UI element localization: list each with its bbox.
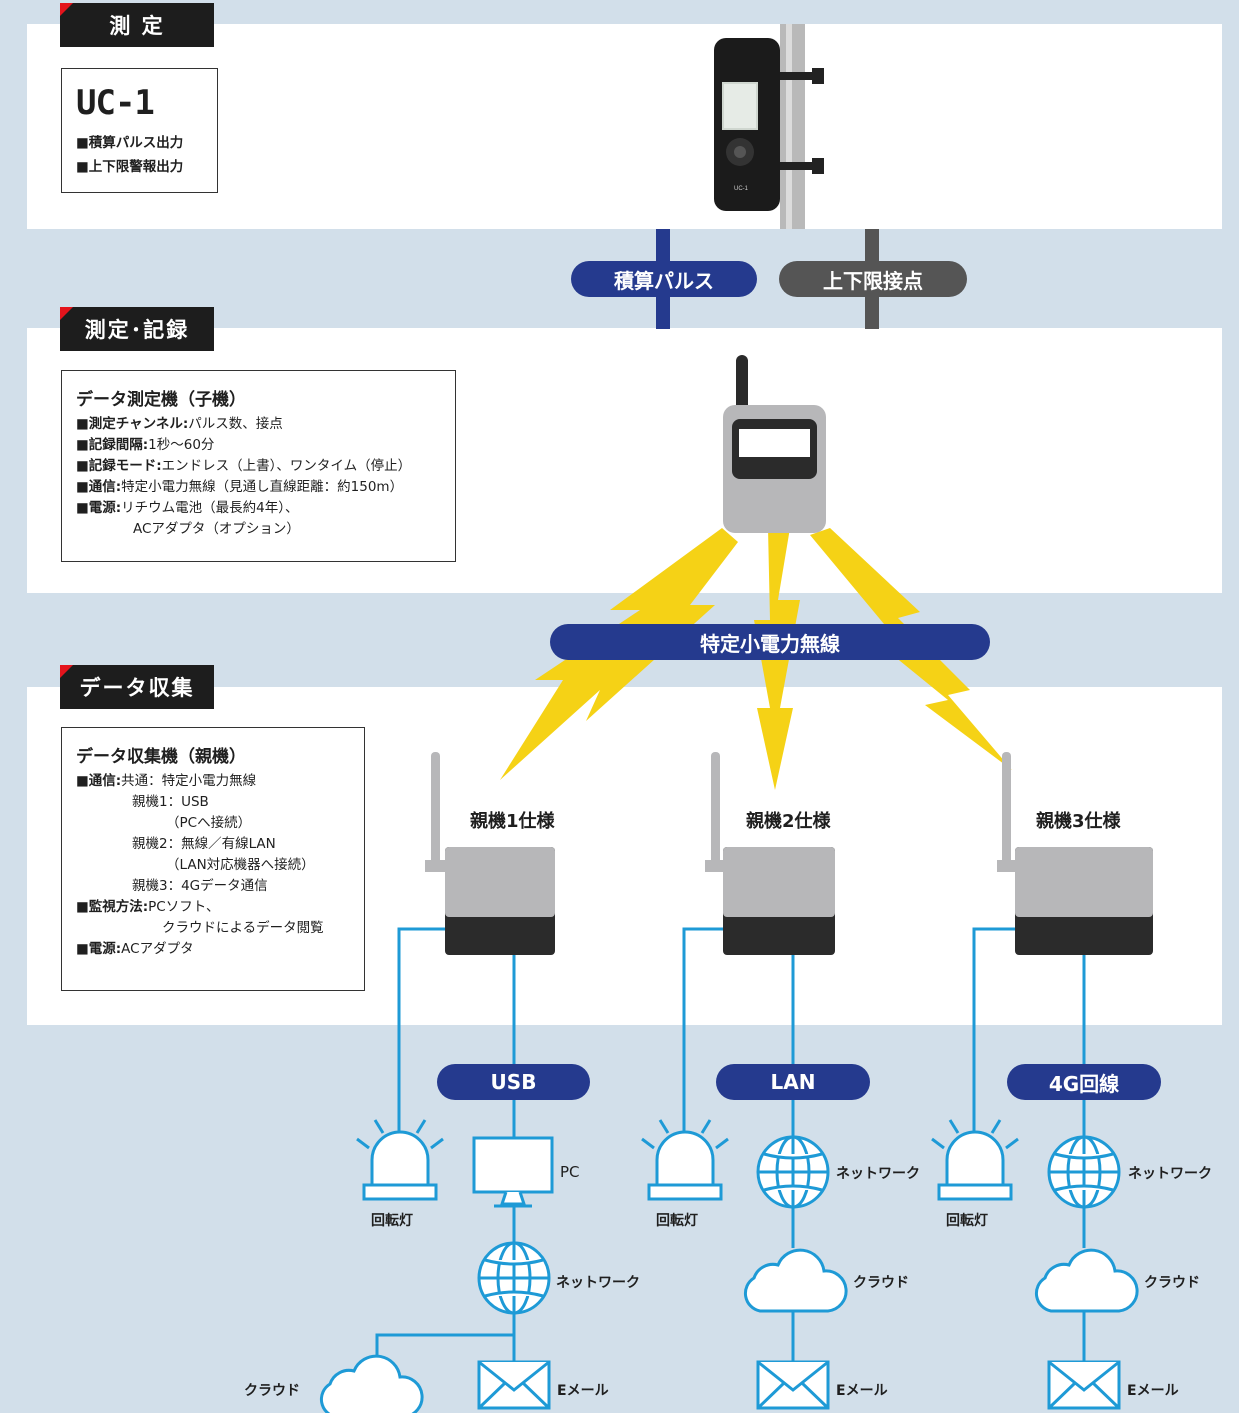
parent-title: データ収集機（親機） bbox=[76, 747, 246, 767]
cloud-label: クラウド bbox=[244, 1383, 300, 1399]
usb-pill: USB bbox=[437, 1064, 590, 1100]
email-label: Eメール bbox=[557, 1383, 609, 1399]
network-label: ネットワーク bbox=[1128, 1166, 1212, 1182]
g4-pill: 4G回線 bbox=[1007, 1064, 1161, 1100]
cloud-icon bbox=[320, 1354, 424, 1413]
parent-spec-row: （LAN対応機器へ接続） bbox=[166, 857, 315, 873]
child-spec-row: ■通信:特定小電力無線（見通し直線距離：約150m） bbox=[76, 479, 404, 495]
section-tab-measure: 測 定 bbox=[60, 3, 214, 47]
uc1-info-box: UC-1 ■積算パルス出力 ■上下限警報出力 bbox=[61, 68, 218, 193]
pc-monitor-icon bbox=[472, 1136, 554, 1208]
parent-spec-row: クラウドによるデータ閲覧 bbox=[162, 920, 324, 936]
lamp-label: 回転灯 bbox=[371, 1213, 413, 1229]
child-spec-row: ■記録間隔:1秒～60分 bbox=[76, 437, 215, 453]
uc1-feature-2: ■上下限警報出力 bbox=[76, 159, 184, 175]
child-spec-row: ■電源:リチウム電池（最長約4年）、 bbox=[76, 500, 299, 516]
cloud-label: クラウド bbox=[853, 1275, 909, 1291]
globe-icon bbox=[477, 1241, 551, 1315]
rotating-lamp-icon bbox=[356, 1119, 444, 1201]
cloud-icon bbox=[744, 1248, 848, 1313]
child-spec-row: ■記録モード:エンドレス（上書）、ワンタイム（停止） bbox=[76, 458, 412, 474]
child-spec-row: ACアダプタ（オプション） bbox=[133, 521, 300, 537]
email-label: Eメール bbox=[836, 1383, 888, 1399]
lamp-label: 回転灯 bbox=[946, 1213, 988, 1229]
unit1-label: 親機1仕様 bbox=[470, 811, 555, 832]
parent-spec-row: ■通信:共通：特定小電力無線 bbox=[76, 773, 257, 789]
child-title: データ測定機（子機） bbox=[76, 390, 246, 410]
child-spec-row: ■測定チャンネル:パルス数、接点 bbox=[76, 416, 283, 432]
rotating-lamp-icon bbox=[641, 1119, 729, 1201]
lan-pill: LAN bbox=[716, 1064, 870, 1100]
email-envelope-icon bbox=[1047, 1360, 1121, 1410]
globe-icon bbox=[756, 1135, 830, 1209]
unit3-label: 親機3仕様 bbox=[1036, 811, 1121, 832]
rotating-lamp-icon bbox=[931, 1119, 1019, 1201]
tab-corner-mark bbox=[60, 3, 73, 16]
network-label: ネットワーク bbox=[836, 1166, 920, 1182]
uc1-feature-1: ■積算パルス出力 bbox=[76, 135, 184, 151]
device-model-text: UC-1 bbox=[734, 186, 749, 192]
section-title: データ収集 bbox=[79, 676, 195, 700]
parent-unit-2 bbox=[705, 752, 835, 955]
parent-unit-1 bbox=[425, 752, 555, 955]
parent-spec-row: ■電源:ACアダプタ bbox=[76, 941, 194, 957]
network-label: ネットワーク bbox=[556, 1275, 640, 1291]
uc1-title: UC-1 bbox=[76, 83, 155, 123]
section-tab-collect: データ収集 bbox=[60, 665, 214, 709]
section-tab-record: 測定･記録 bbox=[60, 307, 214, 351]
parent-spec-row: （PCへ接続） bbox=[166, 815, 252, 831]
section-title: 測定･記録 bbox=[84, 318, 190, 342]
email-envelope-icon bbox=[756, 1360, 830, 1410]
cloud-icon bbox=[1035, 1248, 1139, 1313]
parent-spec-row: ■監視方法:PCソフト、 bbox=[76, 899, 220, 915]
unit2-label: 親機2仕様 bbox=[746, 811, 831, 832]
child-info-box: データ測定機（子機） ■測定チャンネル:パルス数、接点 ■記録間隔:1秒～60分… bbox=[61, 370, 456, 562]
cloud-label: クラウド bbox=[1144, 1275, 1200, 1291]
contact-pill: 上下限接点 bbox=[779, 261, 967, 297]
email-label: Eメール bbox=[1127, 1383, 1179, 1399]
parent-spec-row: 親機1：USB bbox=[132, 794, 209, 810]
email-envelope-icon bbox=[477, 1360, 551, 1410]
parent-spec-row: 親機3：4Gデータ通信 bbox=[132, 878, 268, 894]
tab-corner-mark bbox=[60, 307, 73, 320]
lamp-label: 回転灯 bbox=[656, 1213, 698, 1229]
tab-corner-mark bbox=[60, 665, 73, 678]
radio-pill: 特定小電力無線 bbox=[550, 624, 990, 660]
parent-spec-row: 親機2：無線／有線LAN bbox=[132, 836, 276, 852]
section-title: 測 定 bbox=[109, 14, 165, 38]
uc1-device-image: UC-1 bbox=[714, 24, 824, 229]
pulse-pill: 積算パルス bbox=[571, 261, 757, 297]
pc-label: PC bbox=[560, 1163, 580, 1181]
globe-icon bbox=[1047, 1135, 1121, 1209]
parent-unit-3 bbox=[997, 752, 1153, 955]
parent-info-box: データ収集機（親機） ■通信:共通：特定小電力無線 親機1：USB （PCへ接続… bbox=[61, 727, 365, 991]
measure-panel bbox=[27, 24, 1222, 229]
child-logger-device bbox=[723, 355, 826, 533]
